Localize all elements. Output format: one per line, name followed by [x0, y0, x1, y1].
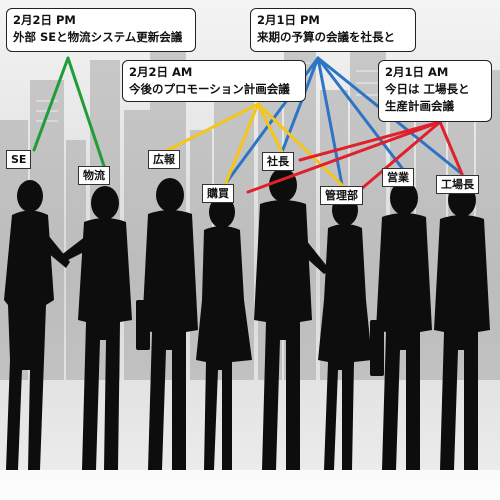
- person-eigyo-silhouette: [370, 181, 432, 470]
- person-tag-se: SE: [6, 150, 32, 169]
- connector-m4-shacho: [298, 120, 442, 162]
- meeting-time-m1: 2月2日 PM: [13, 13, 76, 27]
- meeting-topic-m4-line1: 今日は 工場長と: [385, 82, 470, 96]
- meeting-topic-m3: 今後のプロモーション計画会議: [129, 82, 290, 96]
- meeting-callout-m3: 2月2日 AM 今後のプロモーション計画会議: [122, 60, 306, 102]
- connector-m2-kanri: [316, 56, 344, 187]
- meeting-callout-m2: 2月1日 PM 来期の予算の会議を社長と: [250, 8, 416, 52]
- connector-m3-konyu: [224, 102, 260, 185]
- connector-m4-kanri: [358, 120, 442, 192]
- meeting-topic-m1: 外部 SEと物流システム更新会議: [13, 30, 183, 44]
- meeting-time-m2: 2月1日 PM: [257, 13, 320, 27]
- person-butsuryu-silhouette: [60, 186, 132, 470]
- business-people-silhouettes: [4, 168, 490, 470]
- person-tag-shacho: 社長: [262, 152, 294, 171]
- person-tag-kojocho: 工場長: [436, 175, 479, 194]
- person-tag-eigyo: 営業: [382, 168, 414, 187]
- person-konyu-silhouette: [196, 196, 252, 470]
- meeting-callout-m1: 2月2日 PM 外部 SEと物流システム更新会議: [6, 8, 196, 52]
- person-tag-butsuryu: 物流: [78, 166, 110, 185]
- meeting-time-m4: 2月1日 AM: [385, 65, 449, 79]
- connector-m2-shacho: [280, 56, 320, 154]
- connector-m3-shacho: [256, 102, 284, 154]
- connector-m2-eigyo: [316, 56, 404, 170]
- connector-m3-kanri: [256, 102, 344, 187]
- connector-m1-se: [32, 56, 70, 152]
- connector-m1-butsuryu: [66, 56, 106, 168]
- person-koho-silhouette: [136, 178, 198, 470]
- meeting-time-m3: 2月2日 AM: [129, 65, 193, 79]
- meeting-topic-m4-line2: 生産計画会議: [385, 99, 454, 113]
- meeting-callout-m4: 2月1日 AM 今日は 工場長と 生産計画会議: [378, 60, 492, 122]
- connector-m4-kojocho: [438, 120, 464, 176]
- connector-m3-koho: [166, 102, 260, 152]
- person-tag-koho: 広報: [148, 150, 180, 169]
- connector-m4-konyu: [246, 120, 442, 194]
- meeting-topic-m2: 来期の予算の会議を社長と: [257, 30, 395, 44]
- person-tag-konyu: 購買: [202, 184, 234, 203]
- person-tag-kanri: 管理部: [320, 186, 363, 205]
